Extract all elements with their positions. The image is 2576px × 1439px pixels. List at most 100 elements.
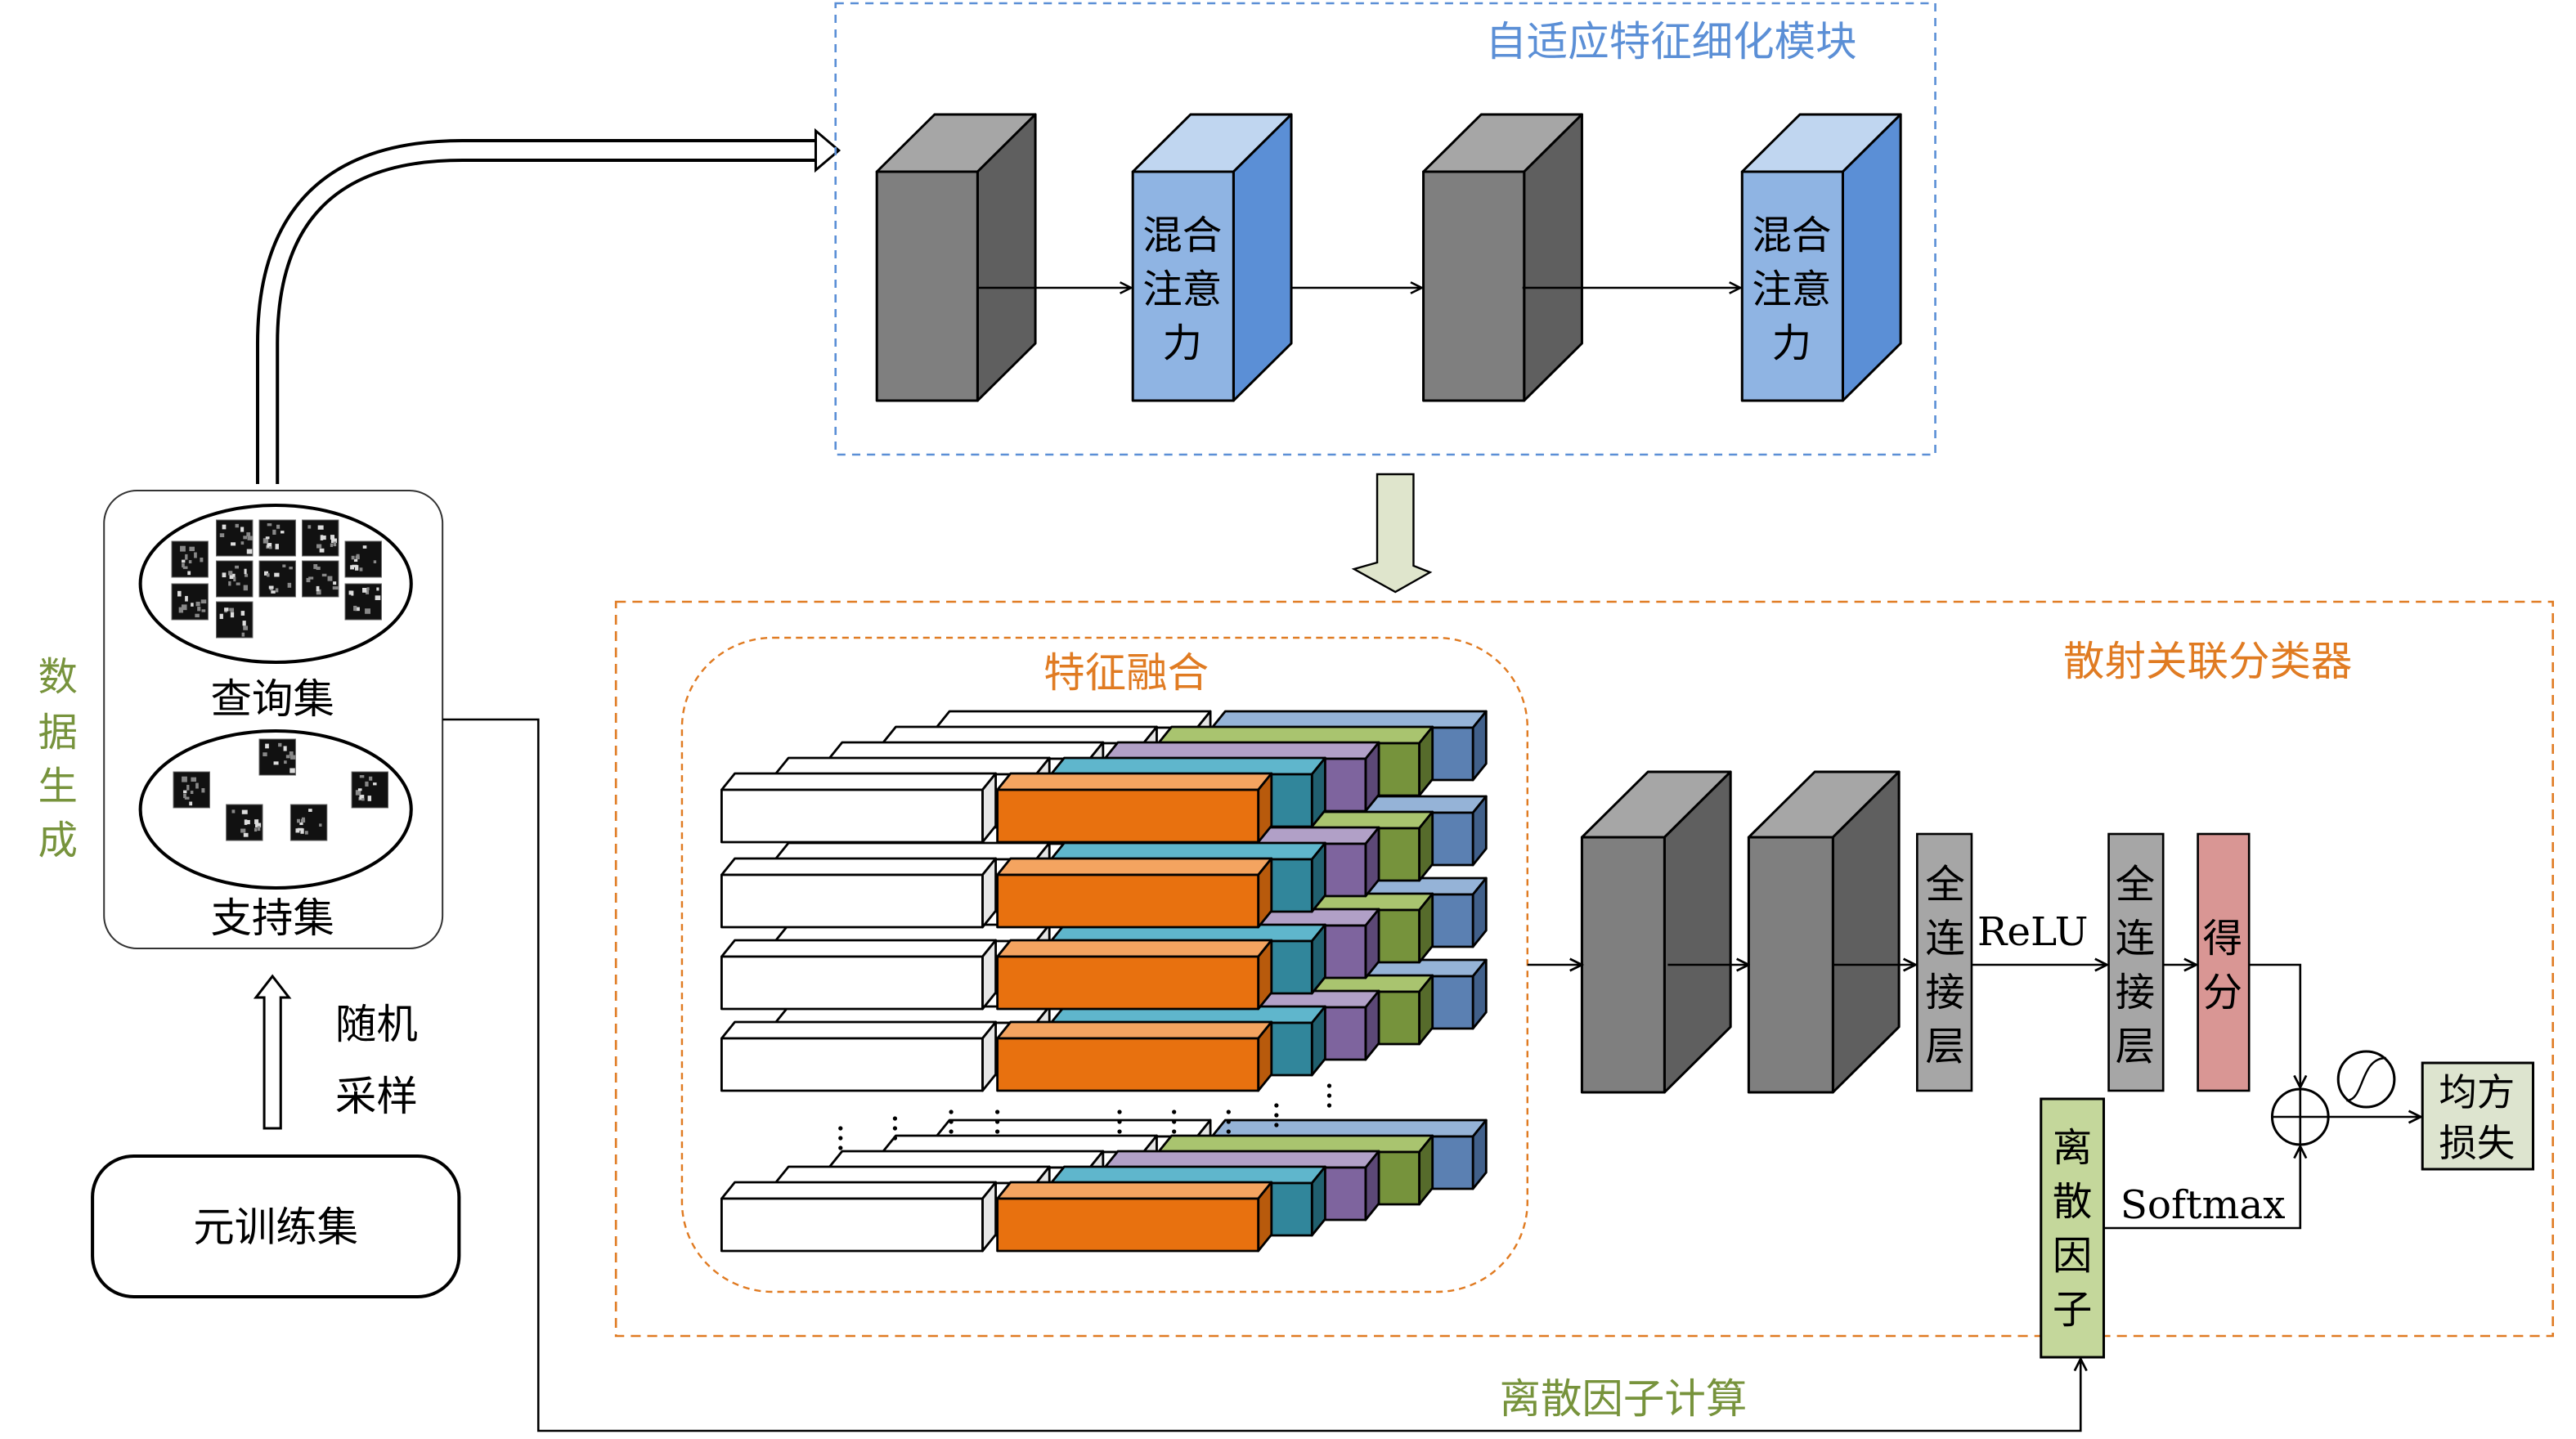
cuboid-top bbox=[1210, 1118, 1488, 1138]
cuboid-top bbox=[1157, 725, 1434, 745]
feature-bar-colored bbox=[996, 772, 1273, 844]
image-speck bbox=[275, 544, 279, 549]
discrete-factor-computation-label: 离散因子计算 bbox=[1499, 1374, 1747, 1423]
image-speck bbox=[219, 613, 223, 620]
image-speck bbox=[285, 755, 290, 759]
image-speck bbox=[365, 608, 371, 614]
image-speck bbox=[229, 573, 236, 580]
feature-fusion-stacks bbox=[720, 710, 1488, 1253]
query-images bbox=[171, 519, 382, 639]
refinement-module-box bbox=[834, 2, 1936, 456]
feature-bar-white bbox=[720, 772, 998, 844]
attention-label-line: 混合 bbox=[1142, 213, 1222, 258]
softmax-label: Softmax bbox=[2120, 1182, 2286, 1228]
ellipsis-dot bbox=[1274, 1113, 1279, 1118]
ellipsis-dot bbox=[1326, 1103, 1332, 1108]
image-speck bbox=[194, 552, 197, 558]
image-speck bbox=[321, 573, 327, 577]
image-speck bbox=[308, 809, 312, 812]
ellipsis-dot bbox=[892, 1136, 898, 1141]
image-speck bbox=[228, 571, 233, 576]
image-tile bbox=[258, 519, 296, 557]
attention-label-line: 混合 bbox=[1752, 213, 1831, 258]
image-speck bbox=[289, 768, 295, 773]
image-speck bbox=[240, 611, 245, 616]
image-speck bbox=[200, 558, 204, 563]
image-speck bbox=[267, 573, 270, 577]
ellipsis-dot bbox=[994, 1129, 1000, 1134]
ellipsis-dot bbox=[1274, 1103, 1279, 1108]
cuboid-top bbox=[935, 710, 1212, 729]
feature-bar-white bbox=[720, 939, 998, 1011]
sample-image bbox=[171, 540, 209, 578]
cuboid-top bbox=[720, 857, 998, 876]
ellipsis-dot bbox=[1226, 1119, 1231, 1124]
sampling-arrow bbox=[253, 974, 292, 1130]
image-speck bbox=[190, 791, 194, 795]
image-speck bbox=[263, 752, 267, 756]
sample-image bbox=[216, 560, 254, 598]
fc2-char: 层 bbox=[2116, 1024, 2155, 1069]
cuboid-front bbox=[996, 955, 1260, 1011]
cuboid-front bbox=[996, 873, 1260, 929]
sample-image bbox=[216, 519, 254, 557]
sum-node-icon bbox=[2270, 1087, 2330, 1146]
image-speck bbox=[254, 827, 258, 832]
image-speck bbox=[244, 819, 248, 825]
image-speck bbox=[246, 532, 251, 537]
ellipsis-dot bbox=[1117, 1129, 1122, 1134]
sample-image bbox=[226, 804, 263, 841]
to-refinement-arrowhead bbox=[814, 128, 841, 173]
support-set-label: 支持集 bbox=[210, 894, 334, 942]
feature-bar-colored bbox=[996, 1181, 1273, 1253]
image-speck bbox=[228, 581, 231, 586]
image-speck bbox=[362, 587, 367, 593]
image-speck bbox=[359, 567, 363, 572]
ellipsis-dot bbox=[838, 1136, 843, 1141]
image-speck bbox=[195, 601, 200, 607]
image-speck bbox=[373, 782, 377, 786]
score-char: 分 bbox=[2203, 970, 2242, 1015]
sampling-label: 采样 bbox=[335, 1072, 418, 1120]
mse-loss-box bbox=[2421, 1061, 2535, 1171]
cuboid-top bbox=[996, 772, 1273, 791]
softmax-line bbox=[2103, 1146, 2300, 1230]
ellipsis-dot bbox=[1226, 1110, 1231, 1114]
discrete-factor-box bbox=[2040, 1097, 2106, 1359]
image-speck bbox=[235, 565, 240, 569]
sample-image bbox=[171, 583, 209, 621]
image-speck bbox=[185, 554, 188, 560]
ellipsis-dot bbox=[892, 1126, 898, 1131]
cuboid-front bbox=[1580, 836, 1666, 1094]
image-speck bbox=[181, 604, 187, 611]
cuboid-top bbox=[1103, 1150, 1380, 1169]
image-speck bbox=[299, 822, 303, 826]
data-gen-char: 数 bbox=[38, 654, 77, 700]
image-speck bbox=[201, 609, 206, 612]
attention-label-line: 力 bbox=[1772, 321, 1811, 366]
relu-label: ReLU bbox=[1977, 909, 2089, 955]
image-speck bbox=[240, 541, 245, 545]
cuboid-front bbox=[996, 788, 1260, 844]
image-speck bbox=[182, 563, 185, 568]
image-speck bbox=[201, 788, 205, 793]
image-speck bbox=[191, 777, 197, 782]
ellipsis-dot bbox=[949, 1119, 954, 1124]
image-speck bbox=[187, 571, 191, 576]
image-speck bbox=[178, 607, 184, 613]
image-speck bbox=[330, 543, 334, 548]
image-speck bbox=[307, 525, 312, 529]
score-char: 得 bbox=[2203, 916, 2242, 962]
data-gen-char: 据 bbox=[38, 710, 77, 755]
cuboid-front bbox=[1131, 170, 1235, 402]
feature-bar-colored bbox=[996, 1020, 1273, 1092]
ellipsis-dot bbox=[949, 1110, 954, 1114]
image-speck bbox=[304, 831, 308, 835]
cuboid-top bbox=[774, 1165, 1051, 1185]
cuboid-top bbox=[881, 725, 1158, 745]
image-speck bbox=[313, 564, 318, 569]
ellipsis-dot bbox=[838, 1145, 843, 1150]
sample-image bbox=[351, 771, 389, 809]
image-speck bbox=[330, 538, 337, 544]
image-speck bbox=[282, 564, 286, 567]
